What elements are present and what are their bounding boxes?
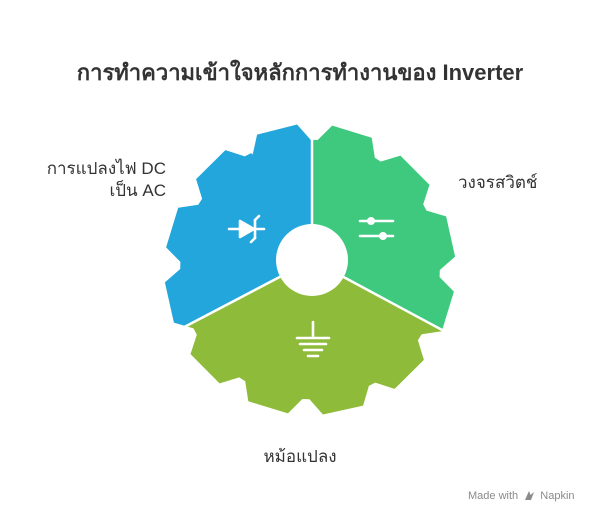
- page-title: การทำความเข้าใจหลักการทำงานของ Inverter: [76, 60, 524, 85]
- napkin-brand-text: Napkin: [540, 490, 575, 502]
- label-dc-to-ac: การแปลงไฟ DC เป็น AC: [20, 158, 166, 202]
- napkin-logo-icon: [525, 491, 535, 500]
- ground-icon: [295, 320, 331, 358]
- label-dc-to-ac-line2: เป็น AC: [109, 181, 166, 200]
- diode-icon: [227, 214, 266, 244]
- napkin-credit[interactable]: Made with Napkin: [468, 490, 575, 502]
- label-transformer: หม้อแปลง: [263, 447, 337, 466]
- label-dc-to-ac-line1: การแปลงไฟ DC: [46, 159, 166, 178]
- label-switching-circuit: วงจรสวิตช์: [458, 173, 538, 192]
- switch-slider-icon: [358, 217, 395, 240]
- made-with-text: Made with: [468, 490, 519, 502]
